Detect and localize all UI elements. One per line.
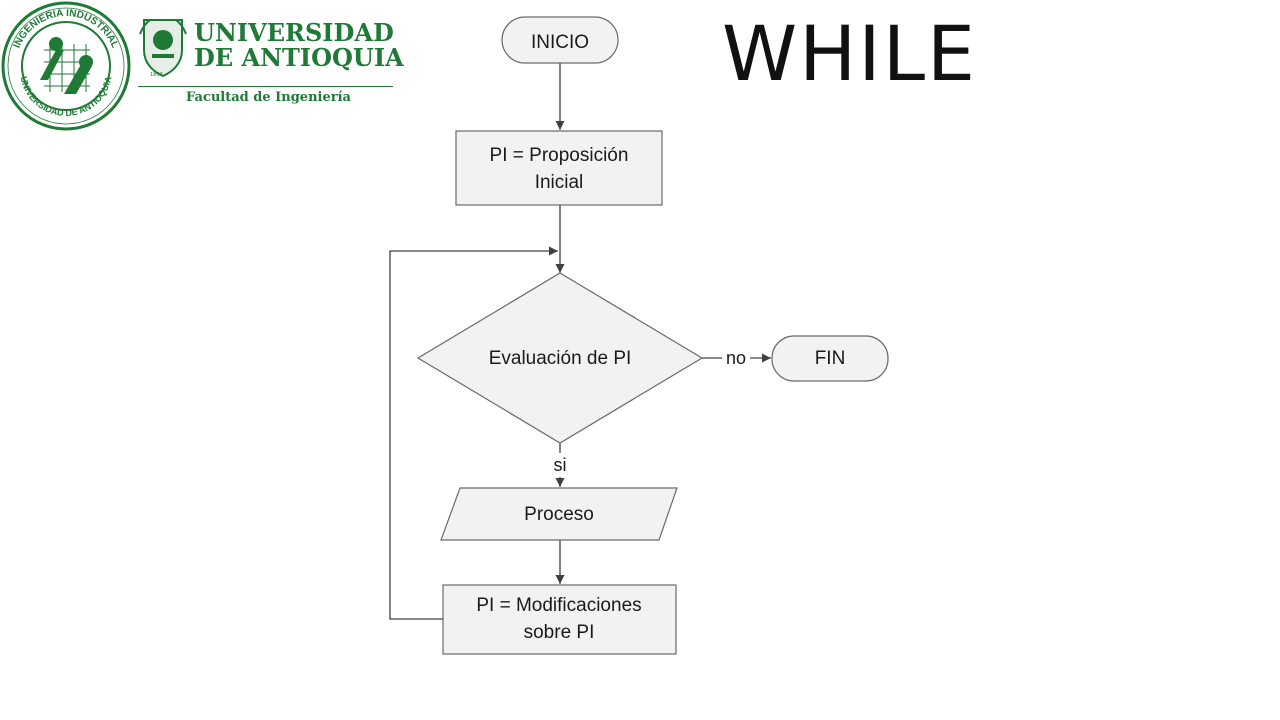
- end-label: FIN: [815, 348, 846, 369]
- university-name-line2: DE ANTIOQUIA: [194, 43, 404, 72]
- universidad-crest-logo: [139, 19, 187, 78]
- university-name: UNIVERSIDAD DE ANTIOQUIA: [194, 20, 404, 70]
- modify-box: PI = Modificaciones sobre PI: [442, 584, 677, 655]
- process-label: Proceso: [524, 504, 594, 525]
- end-terminator: FIN: [771, 335, 889, 382]
- crest-year: 1803: [150, 72, 163, 78]
- start-label: INICIO: [531, 32, 589, 53]
- faculty-name: Facultad de Ingeniería: [186, 90, 351, 105]
- init-box: PI = Proposición Inicial: [455, 130, 663, 206]
- yes-branch-label: si: [554, 455, 567, 475]
- init-label-line2: Inicial: [535, 172, 584, 193]
- decision-label: Evaluación de PI: [489, 348, 632, 369]
- start-terminator: INICIO: [501, 16, 619, 64]
- ingenieria-industrial-seal-logo: INGENIERIA INDUSTRIAL UNIVERSIDAD DE ANT…: [1, 1, 131, 131]
- process-parallelogram: Proceso: [440, 487, 678, 541]
- decision-diamond: Evaluación de PI: [416, 272, 704, 444]
- header-divider: [138, 86, 393, 87]
- university-name-line1: UNIVERSIDAD: [194, 18, 394, 47]
- modify-label-line2: sobre PI: [524, 622, 595, 643]
- slide-title: WHILE: [722, 9, 978, 98]
- loop-back-connector: [389, 246, 558, 620]
- modify-label-line1: PI = Modificaciones: [476, 595, 641, 616]
- no-branch-label: no: [726, 348, 746, 368]
- init-label-line1: PI = Proposición: [490, 145, 629, 166]
